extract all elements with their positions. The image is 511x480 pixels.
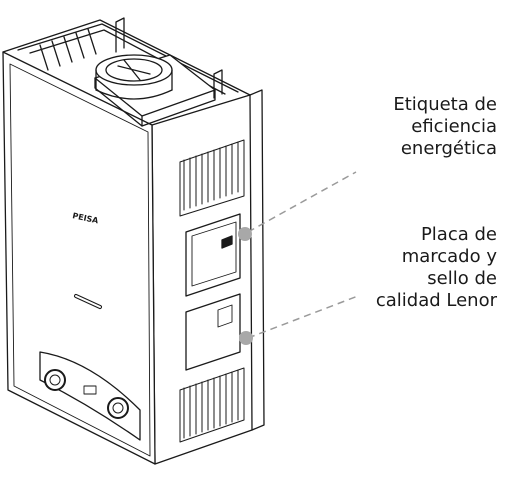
callout-rating-plate-line-1: Placa de: [420, 224, 497, 245]
callout-rating-plate: Placa de marcado y sello de calidad Leno…: [376, 224, 497, 312]
callout-rating-plate-line-2: marcado y: [401, 246, 497, 267]
callout-energy-label-line-1: Etiqueta de: [393, 94, 497, 115]
marker-energy-label: [238, 227, 252, 241]
callout-rating-plate-line-4: calidad Lenor: [375, 290, 497, 311]
marker-rating-plate: [239, 331, 253, 345]
callout-energy-label-line-3: energética: [400, 138, 497, 159]
callout-energy-label-line-2: eficiencia: [411, 116, 497, 137]
leader-line-rating-plate: [247, 295, 359, 339]
callout-energy-label: Etiqueta de eficiencia energética: [393, 94, 497, 160]
leader-line-energy-label: [247, 171, 357, 233]
callout-rating-plate-line-3: sello de: [427, 268, 497, 289]
